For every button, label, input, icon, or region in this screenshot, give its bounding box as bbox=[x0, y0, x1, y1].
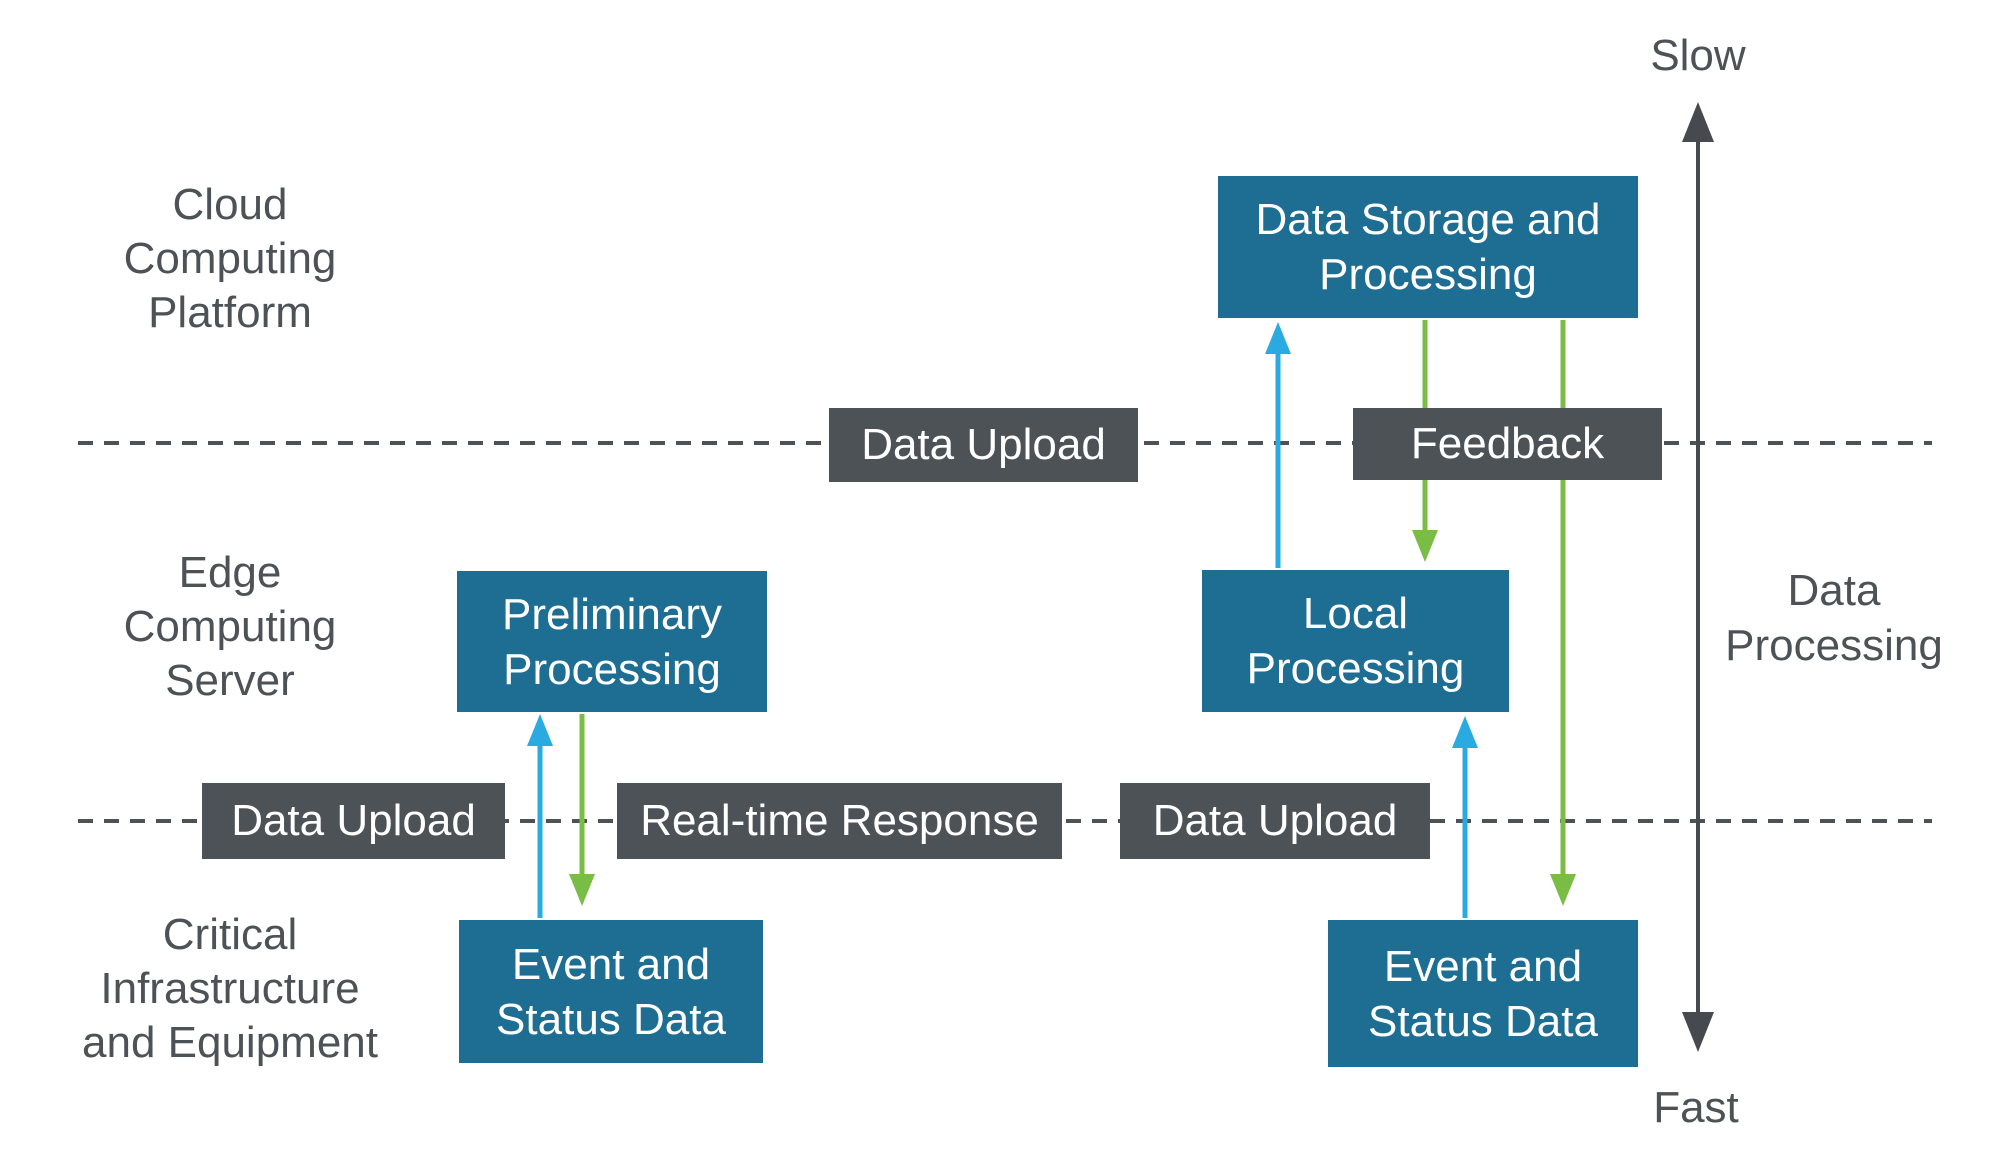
blue-up-arrowhead-icon bbox=[1452, 716, 1478, 748]
data-processing-speed-axis-arrow bbox=[1682, 102, 1714, 1052]
axis-up-arrowhead-icon bbox=[1682, 102, 1714, 142]
tier-label-edge-computing-server: Edge Computing Server bbox=[123, 548, 337, 705]
response-arrow-preliminary-to-event-left bbox=[569, 714, 595, 906]
green-down-arrowhead-icon bbox=[1412, 530, 1438, 562]
blue-up-arrowhead-icon bbox=[1265, 322, 1291, 354]
upload-arrow-event-left-to-preliminary bbox=[527, 714, 553, 918]
axis-label-slow: Slow bbox=[1650, 31, 1746, 80]
tier-label-critical-infrastructure: Critical Infrastructure and Equipment bbox=[82, 910, 378, 1067]
tier-label-cloud-computing-platform: Cloud Computing Platform bbox=[123, 180, 337, 337]
green-down-arrowhead-icon bbox=[1550, 874, 1576, 906]
axis-label-fast: Fast bbox=[1653, 1083, 1739, 1132]
flow-label-data-upload-bottom-mid: Data Upload bbox=[1120, 783, 1430, 859]
node-local-processing: Local Processing bbox=[1202, 570, 1509, 712]
flow-label-real-time-response: Real-time Response bbox=[617, 783, 1062, 859]
node-event-and-status-data-right: Event and Status Data bbox=[1328, 920, 1638, 1067]
flow-label-data-upload-bottom-left: Data Upload bbox=[202, 783, 505, 859]
upload-arrow-local-to-data-storage bbox=[1265, 322, 1291, 568]
node-preliminary-processing: Preliminary Processing bbox=[457, 571, 767, 712]
flow-label-feedback: Feedback bbox=[1353, 408, 1662, 480]
flow-label-data-upload-top: Data Upload bbox=[829, 408, 1138, 482]
upload-arrow-event-right-to-local bbox=[1452, 716, 1478, 918]
axis-down-arrowhead-icon bbox=[1682, 1012, 1714, 1052]
node-data-storage-and-processing: Data Storage and Processing bbox=[1218, 176, 1638, 318]
green-down-arrowhead-icon bbox=[569, 874, 595, 906]
axis-label-data-processing: Data Processing bbox=[1725, 566, 1943, 670]
node-event-and-status-data-left: Event and Status Data bbox=[459, 920, 763, 1063]
blue-up-arrowhead-icon bbox=[527, 714, 553, 746]
